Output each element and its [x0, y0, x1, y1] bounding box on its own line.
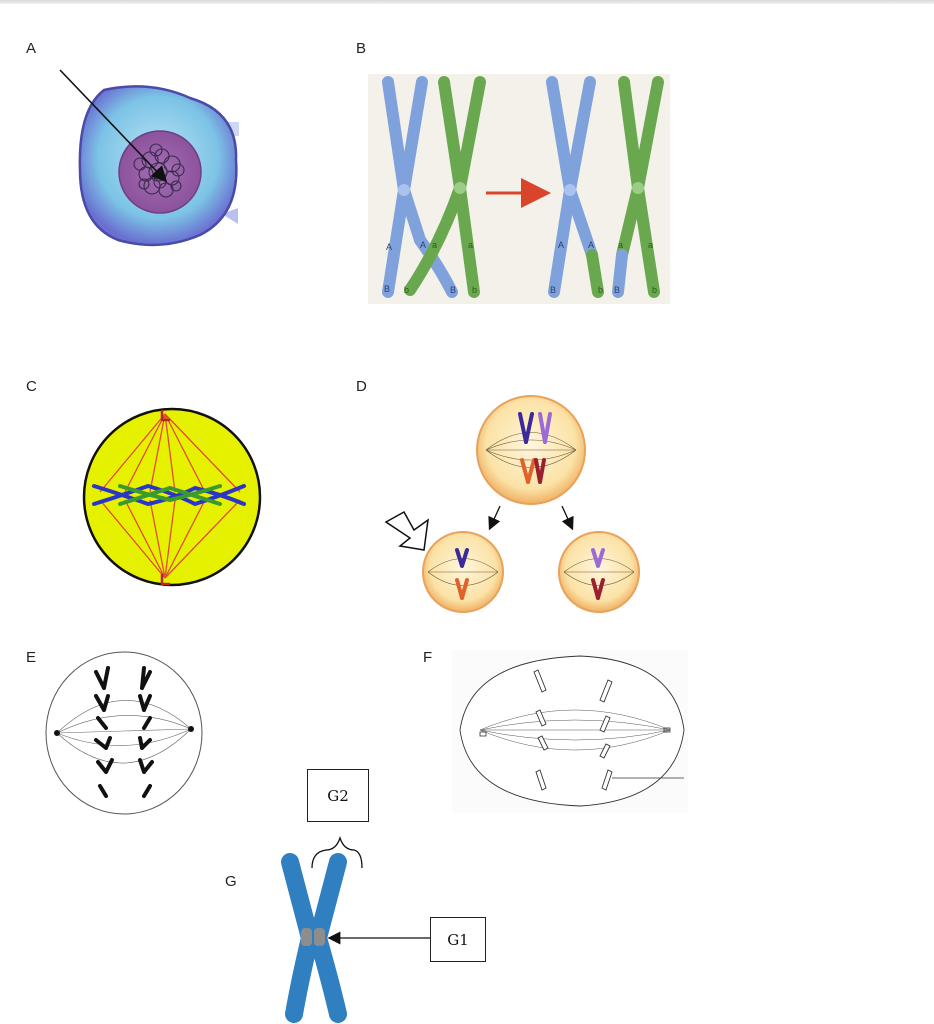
paired-chromosomes [92, 483, 246, 507]
allele-label: B [614, 285, 620, 295]
panel-label-c: C [26, 378, 37, 395]
centromere-right [314, 928, 325, 946]
top-border [0, 0, 934, 4]
allele-label: A [588, 240, 594, 250]
allele-label: b [472, 285, 477, 295]
panel-label-a: A [26, 40, 37, 57]
allele-label: b [598, 285, 603, 295]
panel-label-d: D [356, 378, 367, 395]
centrosome-top [160, 410, 170, 422]
panel-a-cell [59, 69, 239, 247]
allele-label: a [618, 240, 623, 250]
allele-label: B [384, 284, 390, 294]
allele-label: b [404, 285, 409, 295]
panel-c-metaphase-cell [82, 407, 262, 587]
allele-label: B [450, 285, 456, 295]
allele-label: A [386, 242, 392, 252]
allele-label: a [468, 240, 473, 250]
g2-brace [311, 835, 363, 869]
allele-label: A [558, 240, 564, 250]
allele-label: a [432, 240, 437, 250]
centrosome-bottom [160, 574, 170, 586]
panel-label-b: B [356, 40, 367, 57]
allele-label: A [420, 240, 426, 250]
panel-e-anaphase [45, 651, 203, 815]
allele-label: a [648, 240, 653, 250]
panel-f-line-drawing [452, 650, 688, 813]
nucleus [118, 130, 202, 214]
panel-d-division [384, 395, 640, 613]
panel-label-g: G [225, 873, 237, 890]
callout-box-g2: G2 [307, 769, 369, 822]
panel-label-e: E [26, 649, 37, 666]
callout-box-g1: G1 [430, 917, 486, 962]
panel-label-f: F [423, 649, 433, 666]
callout-g1-text: G1 [447, 930, 469, 949]
separating-chromosomes [94, 666, 154, 798]
centromere-left [301, 928, 312, 946]
pointer-arrow-a [59, 69, 168, 183]
panel-g-chromosome [281, 835, 430, 1023]
hollow-pointer-arrow [384, 510, 429, 551]
panel-b-crossover: A A a a B b B b A A a a B b B b [368, 74, 670, 304]
callout-g2-text: G2 [327, 786, 349, 805]
allele-label: b [652, 285, 657, 295]
allele-label: B [550, 285, 556, 295]
